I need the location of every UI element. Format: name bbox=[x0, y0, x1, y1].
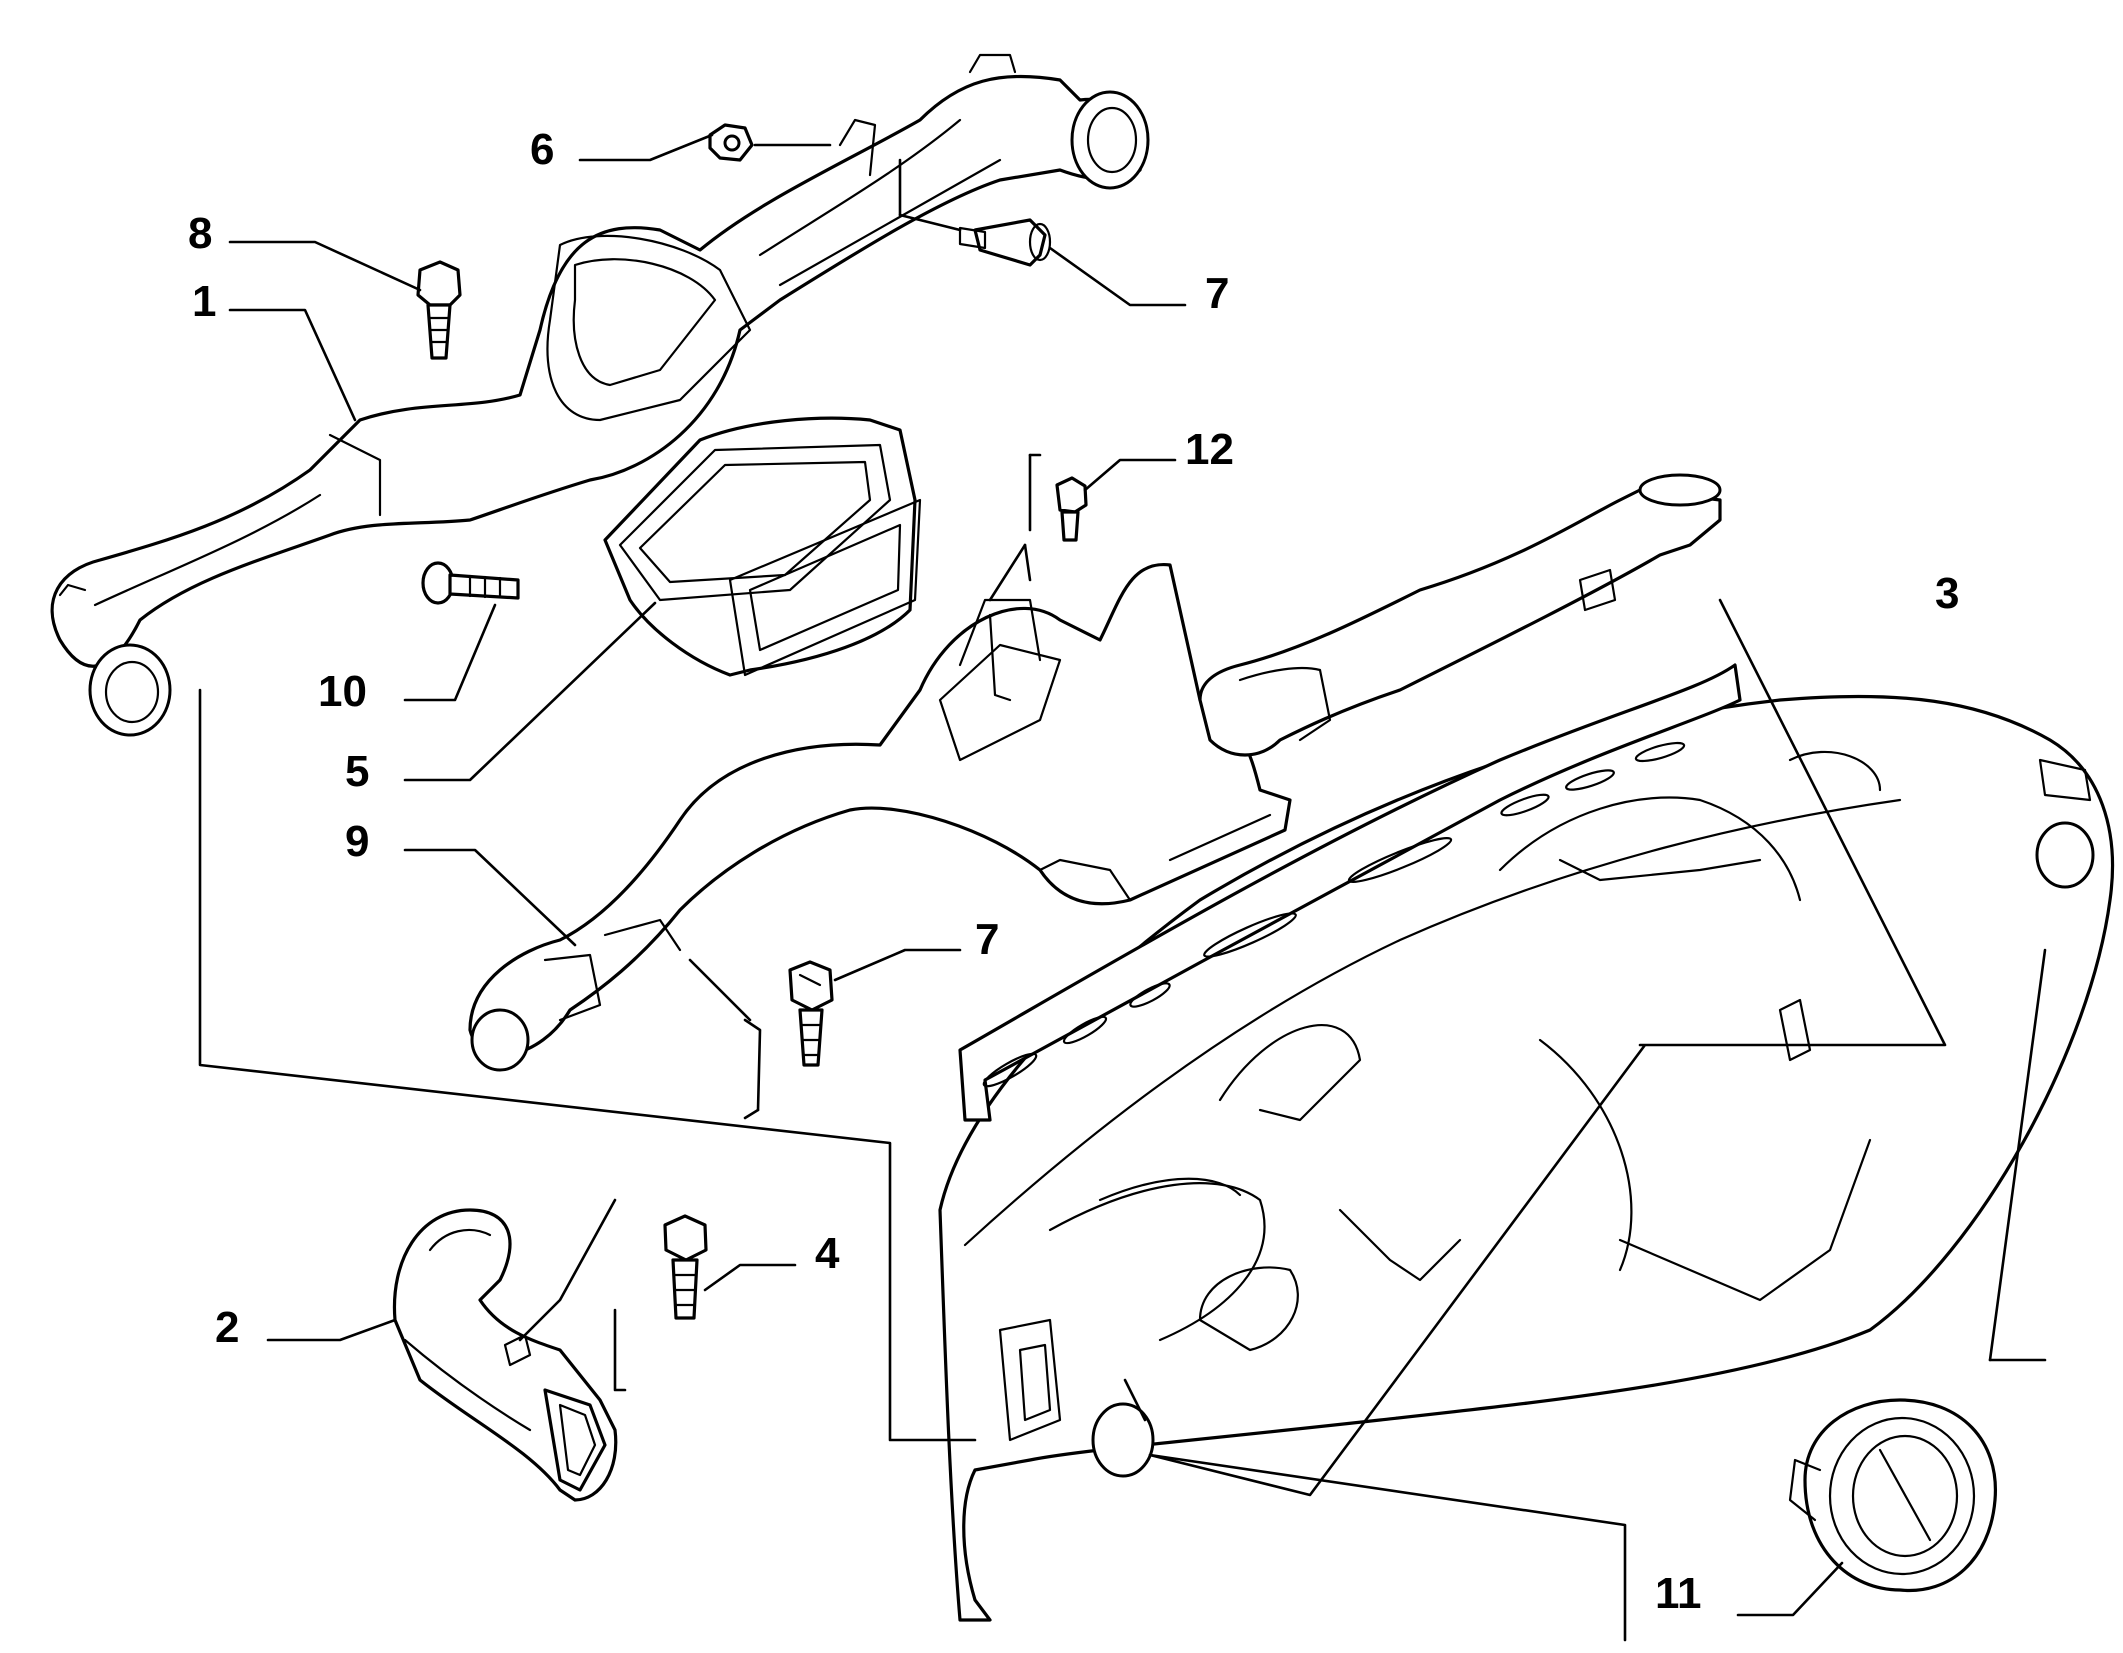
bolt-part-4 bbox=[663, 1214, 708, 1320]
bolt-part-10 bbox=[421, 561, 520, 605]
screw-part-7-upper bbox=[958, 218, 1052, 267]
callout-10: 10 bbox=[318, 667, 367, 716]
callout-1: 1 bbox=[192, 277, 217, 326]
vent-outlet-part-5 bbox=[603, 416, 922, 677]
callout-6: 6 bbox=[530, 125, 555, 174]
round-vent-part-11 bbox=[1788, 1398, 1997, 1593]
central-air-duct-part-9 bbox=[468, 473, 1722, 1072]
bolt-part-8 bbox=[416, 260, 462, 360]
callout-5: 5 bbox=[345, 747, 370, 796]
screw-part-7-lower bbox=[788, 960, 834, 1067]
callout-7-lower: 7 bbox=[975, 915, 1000, 964]
bolt-part-12 bbox=[1055, 476, 1088, 542]
callout-4: 4 bbox=[815, 1229, 840, 1278]
nut-part-6 bbox=[708, 123, 754, 162]
callout-9: 9 bbox=[345, 817, 370, 866]
callout-11: 11 bbox=[1655, 1569, 1702, 1618]
callout-2: 2 bbox=[215, 1303, 240, 1352]
side-air-duct-part-2 bbox=[392, 1208, 618, 1502]
upper-air-duct-part-1 bbox=[50, 53, 1150, 737]
callout-3: 3 bbox=[1935, 569, 1960, 618]
callout-8: 8 bbox=[188, 209, 213, 258]
callout-12: 12 bbox=[1185, 425, 1234, 474]
callout-7-upper: 7 bbox=[1205, 269, 1230, 318]
leader-lines bbox=[198, 133, 2047, 1642]
